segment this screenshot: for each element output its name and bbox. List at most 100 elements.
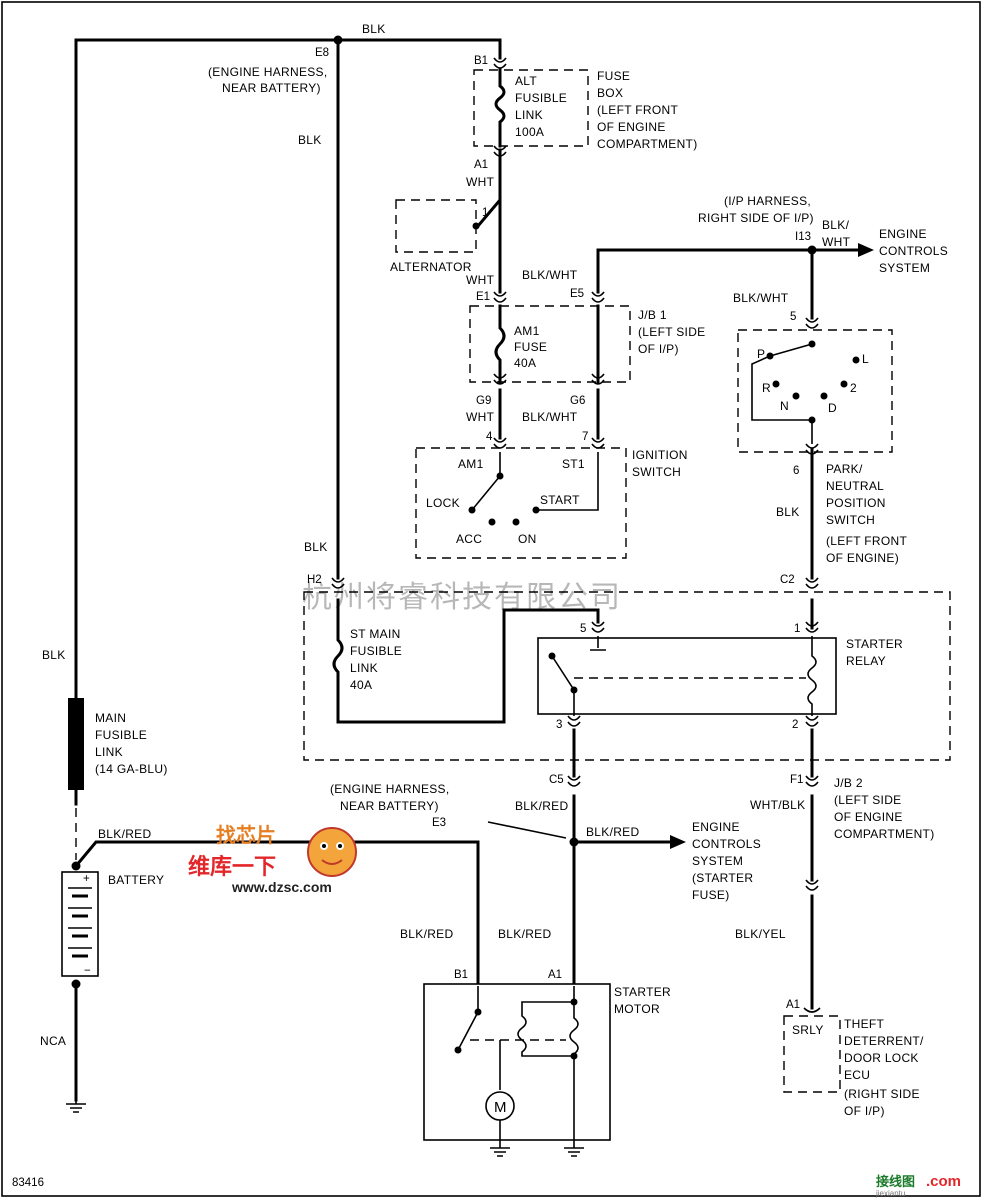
park-neutral-switch-outline bbox=[737, 329, 893, 453]
conn-g6: G6 bbox=[570, 395, 585, 407]
conn-b1-starter: B1 bbox=[454, 969, 468, 981]
ign-start: START bbox=[540, 493, 580, 507]
pos-2: 2 bbox=[850, 381, 857, 395]
wire-nca: NCA bbox=[40, 1034, 66, 1048]
pin-7: 7 bbox=[582, 431, 588, 443]
pos-l: L bbox=[862, 352, 869, 366]
alt-fusible-3: LINK bbox=[515, 108, 543, 122]
main-fusible-link-symbol bbox=[68, 698, 84, 790]
pin-4: 4 bbox=[486, 431, 493, 443]
i13-note-1: (I/P HARNESS, bbox=[724, 194, 811, 208]
theft-ecu-6: OF I/P) bbox=[844, 1104, 885, 1118]
park-neutral-5: (LEFT FRONT bbox=[826, 534, 907, 548]
am1-fuse-symbol bbox=[494, 304, 506, 384]
e8-note-2: NEAR BATTERY) bbox=[222, 81, 321, 95]
alt-fusible-link-symbol bbox=[494, 68, 506, 148]
wire-blk-red-b1: BLK/RED bbox=[400, 927, 453, 941]
engine-controls-1b: CONTROLS bbox=[879, 244, 948, 258]
wire-blk-wht-5: BLK/WHT bbox=[733, 291, 789, 305]
conn-c2: C2 bbox=[780, 574, 795, 586]
motor-m: M bbox=[494, 1099, 507, 1116]
logo-line1: 找芯片 bbox=[216, 823, 276, 847]
conn-b1-top: B1 bbox=[474, 55, 488, 67]
jb1-outline bbox=[469, 305, 631, 383]
conn-i13: I13 bbox=[795, 231, 811, 243]
ground-symbols bbox=[66, 1100, 584, 1157]
battery-outline bbox=[61, 871, 99, 977]
battery-cells bbox=[68, 887, 92, 958]
battery-minus: − bbox=[84, 965, 91, 977]
srly-label: SRLY bbox=[792, 1023, 824, 1037]
fuse-box-3: (LEFT FRONT bbox=[597, 103, 678, 117]
engine-controls-2b: CONTROLS bbox=[692, 837, 761, 851]
st-main-3: LINK bbox=[350, 661, 378, 675]
main-fusible-1: MAIN bbox=[95, 711, 126, 725]
engine-controls-1a: ENGINE bbox=[879, 227, 927, 241]
dzsc-logo: 找芯片 维库一下 www.dzsc.com bbox=[188, 823, 357, 895]
footer-logo-suffix: .com bbox=[926, 1173, 961, 1190]
main-fusible-4: (14 GA-BLU) bbox=[95, 762, 168, 776]
conn-c5: C5 bbox=[549, 774, 564, 786]
wire-blk-left1: BLK bbox=[298, 133, 322, 147]
pos-n: N bbox=[780, 399, 789, 413]
relay-coil-symbol bbox=[807, 636, 817, 716]
st-main-4: 40A bbox=[350, 678, 372, 692]
conn-e1: E1 bbox=[476, 291, 490, 303]
engine-controls-2c: SYSTEM bbox=[692, 854, 743, 868]
engine-controls-2d: (STARTER bbox=[692, 871, 753, 885]
conn-e8: E8 bbox=[315, 47, 329, 59]
st-main-2: FUSIBLE bbox=[350, 644, 402, 658]
relay-pin-2: 2 bbox=[792, 719, 798, 731]
e3-note-2: NEAR BATTERY) bbox=[340, 799, 439, 813]
pos-r: R bbox=[762, 381, 771, 395]
ign-on: ON bbox=[518, 532, 537, 546]
wire-blk-main: BLK bbox=[42, 648, 66, 662]
battery-plus: + bbox=[83, 873, 90, 885]
wire-wht-a1: WHT bbox=[466, 175, 495, 189]
ign-st1: ST1 bbox=[562, 457, 585, 471]
wire-blk-red-batt: BLK/RED bbox=[98, 827, 151, 841]
ign-lock: LOCK bbox=[426, 496, 460, 510]
jb2-1: J/B 2 bbox=[834, 776, 863, 790]
conn-f1: F1 bbox=[790, 774, 803, 786]
connector-symbols bbox=[331, 57, 821, 1013]
wire-blk-wht-g6: BLK/WHT bbox=[522, 410, 578, 424]
engine-controls-2e: FUSE) bbox=[692, 888, 730, 902]
alt-fusible-4: 100A bbox=[515, 125, 544, 139]
starter-relay-1: STARTER bbox=[846, 637, 903, 651]
conn-h2: H2 bbox=[307, 574, 322, 586]
wire-blk-park: BLK bbox=[776, 505, 800, 519]
jb1-3: OF I/P) bbox=[638, 342, 679, 356]
conn-g9: G9 bbox=[476, 395, 491, 407]
alt-fusible-1: ALT bbox=[515, 74, 537, 88]
park-neutral-2: NEUTRAL bbox=[826, 479, 884, 493]
fuse-box-4: OF ENGINE bbox=[597, 120, 666, 134]
alt-fusible-2: FUSIBLE bbox=[515, 91, 567, 105]
fuse-box-5: COMPARTMENT) bbox=[597, 137, 698, 151]
jb2-3: OF ENGINE bbox=[834, 810, 903, 824]
park-neutral-3: POSITION bbox=[826, 496, 886, 510]
alternator-outline bbox=[395, 199, 477, 253]
arrow-engine-controls-2 bbox=[670, 835, 686, 849]
main-fusible-2: FUSIBLE bbox=[95, 728, 147, 742]
wire-blk-wht-e5: BLK/WHT bbox=[522, 268, 578, 282]
jb2-2: (LEFT SIDE bbox=[834, 793, 901, 807]
park-neutral-4: SWITCH bbox=[826, 513, 875, 527]
alternator-pin: 1 bbox=[482, 207, 488, 219]
conn-e5: E5 bbox=[570, 288, 584, 300]
wire-wht-blk-f1: WHT/BLK bbox=[750, 798, 805, 812]
theft-ecu-4: ECU bbox=[844, 1068, 870, 1082]
footer-logo-text: 接线图 bbox=[876, 1174, 915, 1190]
conn-a1-top: A1 bbox=[474, 159, 488, 171]
ignition-switch-outline bbox=[415, 447, 627, 559]
conn-a1-starter: A1 bbox=[548, 969, 562, 981]
starter-motor-2: MOTOR bbox=[614, 1002, 660, 1016]
starter-relay-2: RELAY bbox=[846, 654, 886, 668]
conn-e3: E3 bbox=[432, 817, 446, 829]
st-main-fusible-symbol bbox=[332, 598, 600, 724]
am1-fuse-3: 40A bbox=[514, 356, 536, 370]
wire-blk-wht-i13-1: BLK/ bbox=[822, 218, 850, 232]
pos-p: P bbox=[757, 347, 765, 361]
starter-motor-1: STARTER bbox=[614, 985, 671, 999]
